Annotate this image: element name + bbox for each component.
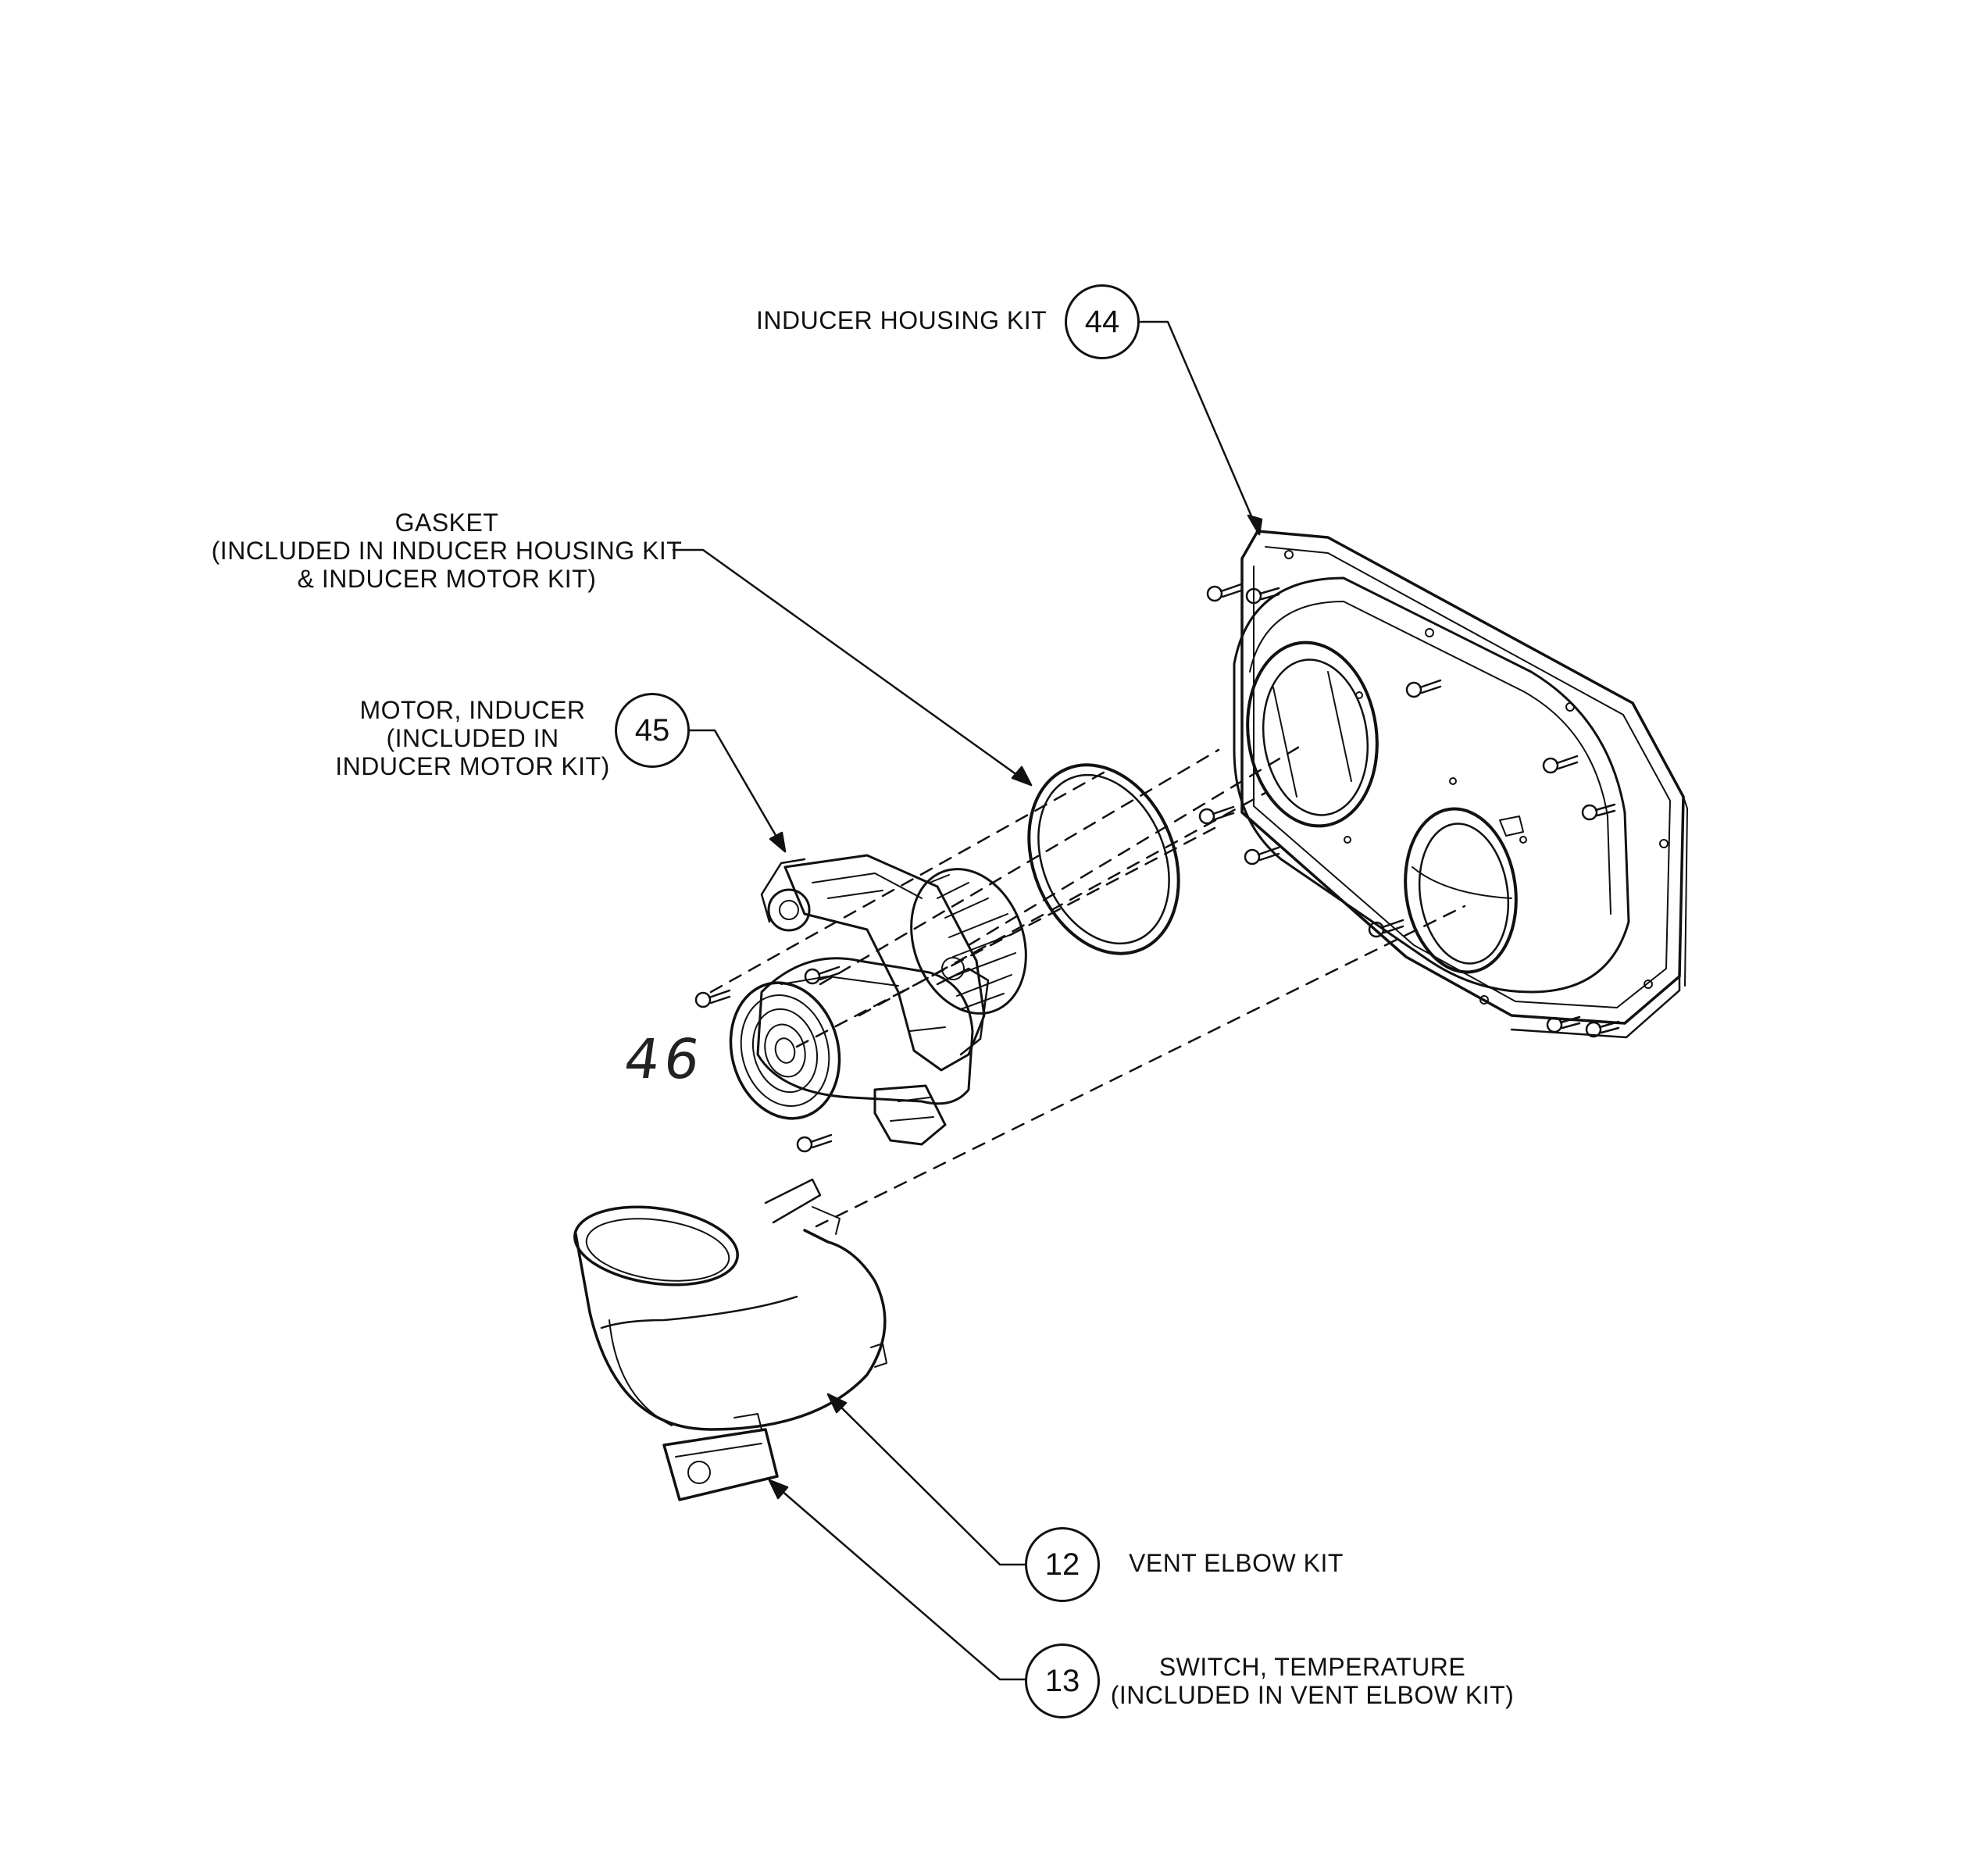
- inducer-motor: [729, 854, 1027, 1146]
- callout-45: 45: [615, 693, 690, 768]
- callout-12: 12: [1025, 1527, 1100, 1602]
- vent-elbow-kit-label: VENT ELBOW KIT: [1129, 1549, 1344, 1577]
- motor-label-line3: INDUCER MOTOR KIT): [335, 752, 610, 780]
- motor-label-line1: MOTOR, INDUCER: [359, 696, 586, 724]
- motor-screws: [694, 965, 841, 1153]
- alignment-lines: [709, 744, 1466, 1228]
- handwritten-part-46: 46: [620, 1027, 708, 1091]
- callout-44: 44: [1065, 284, 1140, 359]
- gasket: [1027, 763, 1180, 955]
- vent-elbow: [573, 1178, 887, 1501]
- switch-label-line2: (INCLUDED IN VENT ELBOW KIT): [1110, 1681, 1515, 1709]
- inducer-housing-kit-label: INDUCER HOUSING KIT: [756, 306, 1048, 334]
- inducer-housing: [1233, 530, 1688, 1039]
- housing-screws: [1198, 583, 1620, 1038]
- gasket-label-line2: (INCLUDED IN INDUCER HOUSING KIT: [211, 537, 683, 565]
- motor-label-line2: (INCLUDED IN: [386, 724, 559, 752]
- callout-13: 13: [1025, 1643, 1100, 1718]
- switch-label-line1: SWITCH, TEMPERATURE: [1158, 1653, 1466, 1681]
- gasket-label-line3: & INDUCER MOTOR KIT): [297, 565, 597, 593]
- leader-lines: [672, 320, 1263, 1681]
- gasket-label-line1: GASKET: [394, 509, 499, 537]
